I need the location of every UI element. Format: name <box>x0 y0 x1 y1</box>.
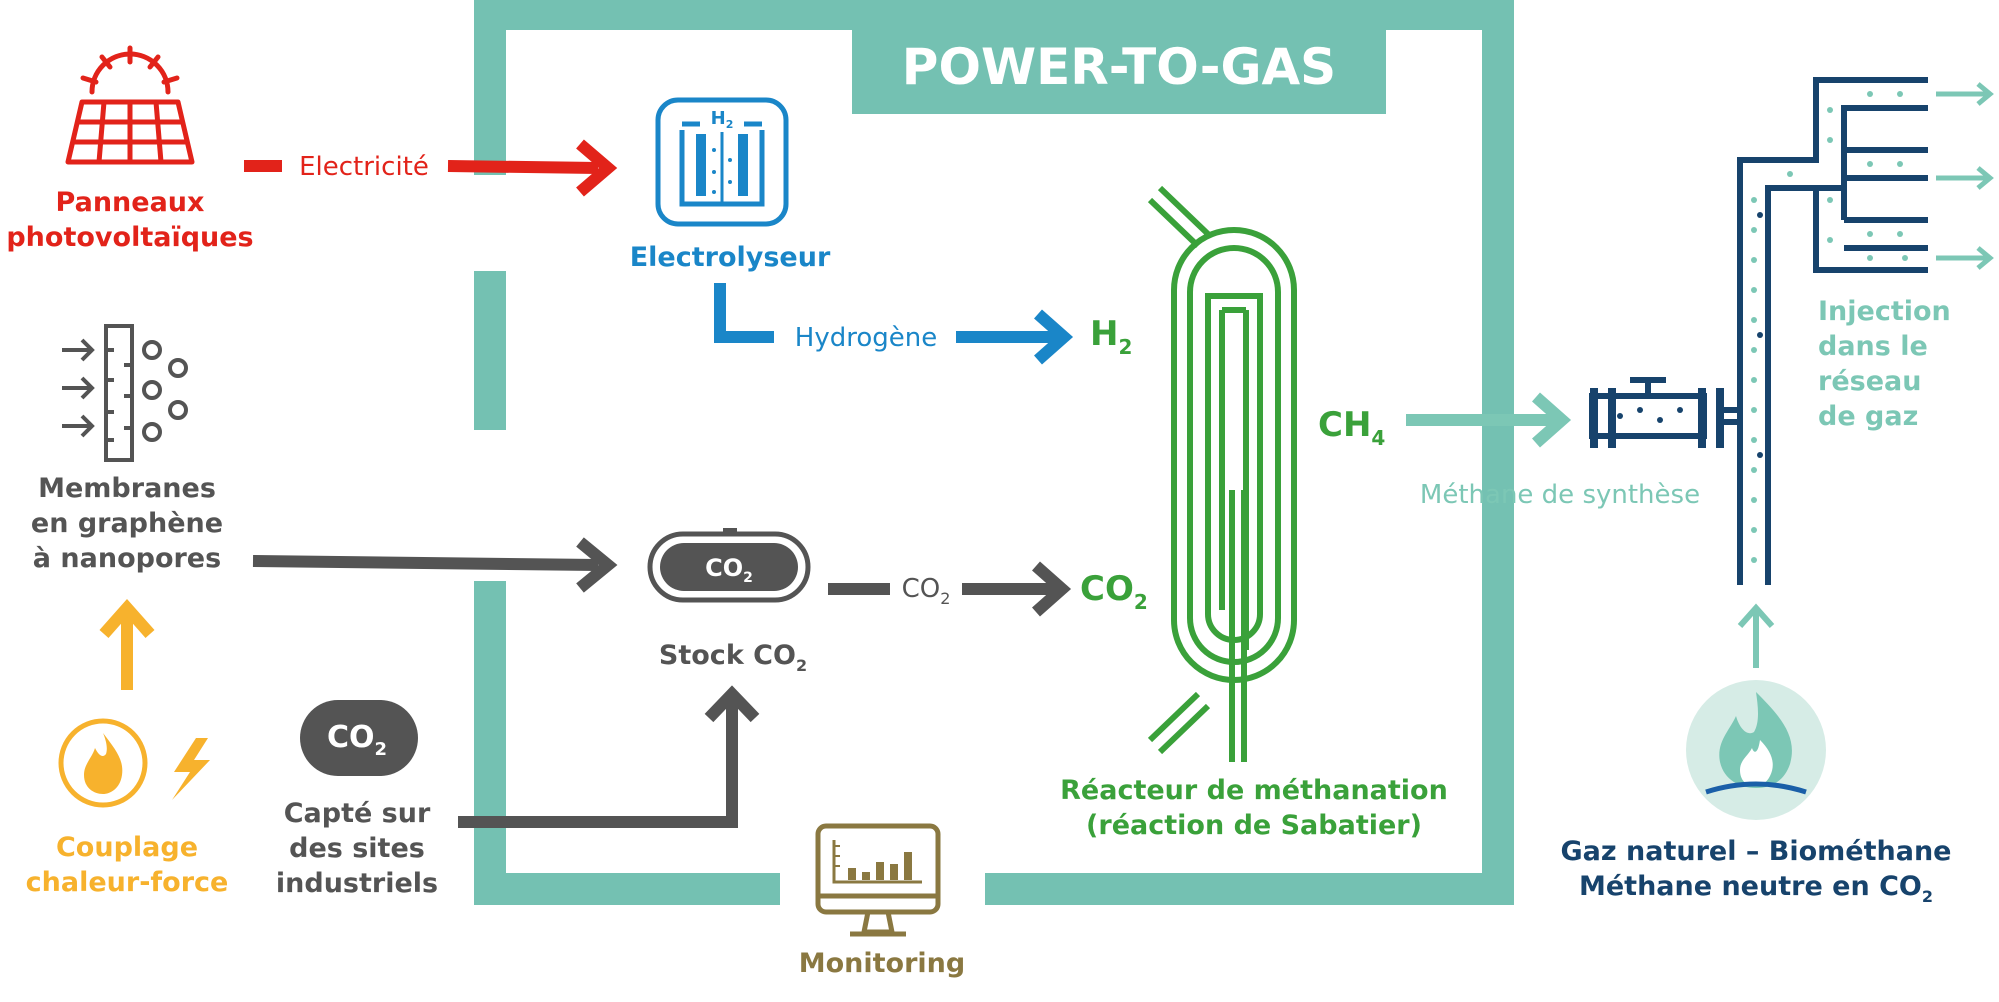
gas-label-line2-main: Méthane neutre en CO <box>1579 871 1922 902</box>
electrolyser-icon-sub: 2 <box>726 118 734 131</box>
electrolyser-icon: H2 <box>655 97 789 227</box>
co2-arrow <box>828 561 1072 617</box>
membranes-label-line2: en graphène <box>31 508 223 539</box>
captured-label-line1: Capté sur <box>284 798 431 829</box>
synthetic-methane-arrow <box>1406 392 1572 448</box>
stock-label-main: Stock CO <box>659 640 796 671</box>
synthetic-methane-label: Méthane de synthèse <box>1420 480 1700 510</box>
reactor-co2-main: CO <box>1080 569 1134 609</box>
captured-co2-badge: CO2 <box>300 700 418 776</box>
gas-flame-icon <box>1686 680 1826 820</box>
captured-badge-sub: 2 <box>375 739 388 760</box>
monitor-icon <box>815 823 941 937</box>
membrane-icon <box>62 324 188 462</box>
chp-up-arrow <box>99 598 155 690</box>
reactor-h2-sub: 2 <box>1118 335 1132 359</box>
svg-text:CO2: CO2 <box>327 720 387 760</box>
svg-text:CO2: CO2 <box>902 574 951 608</box>
solar-label-line1: Panneaux <box>56 187 205 218</box>
solar-label-line2: photovoltaïques <box>6 222 253 253</box>
reactor-h2-main: H <box>1090 314 1118 354</box>
chp-label-line2: chaleur-force <box>26 867 229 898</box>
gas-label-line2-sub: 2 <box>1922 887 1933 906</box>
stock-label-sub: 2 <box>796 656 807 675</box>
captured-label-line3: industriels <box>276 868 438 899</box>
flame-icon <box>58 718 148 808</box>
stock-badge-main: CO <box>705 554 743 582</box>
lightning-icon <box>172 738 210 800</box>
captured-arrow <box>458 685 760 828</box>
power-to-gas-frame <box>474 0 1514 905</box>
hydrogen-arrow <box>714 283 1074 365</box>
reactor-label-line1: Réacteur de méthanation <box>1060 775 1448 806</box>
co2-flow-main: CO <box>902 574 941 604</box>
stock-badge-sub: 2 <box>743 570 753 586</box>
injection-label-line1: Injection <box>1818 296 1951 327</box>
membranes-label-line3: à nanopores <box>33 543 221 574</box>
svg-text:Méthane neutre en CO2: Méthane neutre en CO2 <box>1579 871 1933 906</box>
chp-label-line1: Couplage <box>56 832 198 863</box>
co2-flow-sub: 2 <box>940 589 950 608</box>
injection-label-line4: de gaz <box>1818 401 1918 432</box>
gas-up-arrow <box>1737 603 1775 668</box>
hydrogen-label: Hydrogène <box>795 323 937 353</box>
reactor-ch4-sub: 4 <box>1371 426 1385 450</box>
svg-text:H2: H2 <box>711 108 734 131</box>
electrolyser-label: Electrolyseur <box>630 242 831 273</box>
reactor-icon <box>1147 185 1297 762</box>
electricity-label: Electricité <box>299 152 429 182</box>
electricity-arrow <box>244 139 618 197</box>
gas-label-line1: Gaz naturel – Biométhane <box>1561 836 1952 867</box>
injection-label-line2: dans le <box>1818 331 1928 362</box>
diagram-title: POWER-TO-GAS <box>902 38 1336 96</box>
injection-label-line3: réseau <box>1818 366 1921 397</box>
captured-label-line2: des sites <box>289 833 425 864</box>
solar-panel-icon <box>65 45 195 165</box>
monitoring-label: Monitoring <box>799 948 965 979</box>
pipe-network-icon <box>1589 77 1994 585</box>
reactor-ch4-main: CH <box>1318 405 1371 445</box>
co2-tank-icon: CO2 <box>647 528 811 603</box>
reactor-co2-sub: 2 <box>1134 590 1148 614</box>
membranes-arrow <box>252 537 618 593</box>
svg-text:CO2: CO2 <box>705 554 753 586</box>
captured-badge-main: CO <box>327 720 375 755</box>
svg-text:Stock CO2: Stock CO2 <box>659 640 807 675</box>
svg-text:CH4: CH4 <box>1318 405 1385 450</box>
svg-text:CO2: CO2 <box>1080 569 1148 614</box>
svg-text:H2: H2 <box>1090 314 1132 359</box>
electrolyser-icon-main: H <box>711 108 726 129</box>
membranes-label-line1: Membranes <box>38 473 216 504</box>
reactor-label-line2: (réaction de Sabatier) <box>1086 810 1422 841</box>
